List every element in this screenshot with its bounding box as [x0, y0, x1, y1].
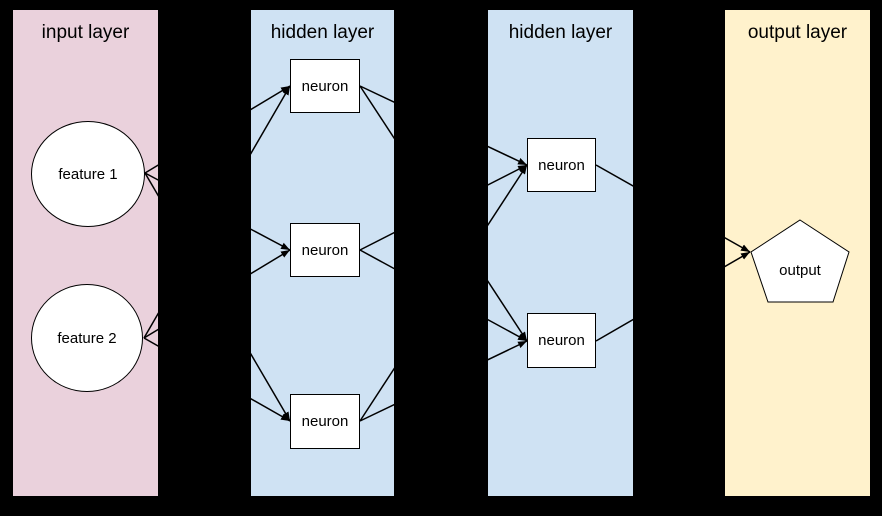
output-node-pentagon — [750, 219, 850, 303]
node-label-h1n3: neuron — [301, 413, 349, 430]
node-label-h2n2: neuron — [538, 332, 585, 349]
layer-title-hidden-1: hidden layer — [270, 22, 375, 43]
node-label-output: output — [779, 262, 821, 279]
hidden2-neuron-2: neuron — [527, 313, 596, 368]
layer-title-input: input layer — [41, 22, 130, 43]
layer-column-input: input layer — [13, 10, 158, 496]
hidden2-neuron-1: neuron — [527, 138, 596, 192]
hidden1-neuron-2: neuron — [290, 223, 360, 277]
node-label-feature-2: feature 2 — [57, 329, 117, 347]
layer-title-hidden-2: hidden layer — [508, 22, 613, 43]
input-node-feature-2: feature 2 — [31, 284, 143, 392]
node-label-h1n2: neuron — [301, 241, 349, 259]
input-node-feature-1: feature 1 — [31, 121, 145, 227]
layer-column-hidden-2: hidden layer — [488, 10, 633, 496]
node-label-h1n1: neuron — [301, 77, 349, 95]
layer-title-output: output layer — [747, 22, 848, 43]
node-label-feature-1: feature 1 — [58, 165, 118, 183]
hidden1-neuron-3: neuron — [290, 394, 360, 449]
hidden1-neuron-1: neuron — [290, 59, 360, 113]
node-label-h2n1: neuron — [538, 156, 585, 174]
